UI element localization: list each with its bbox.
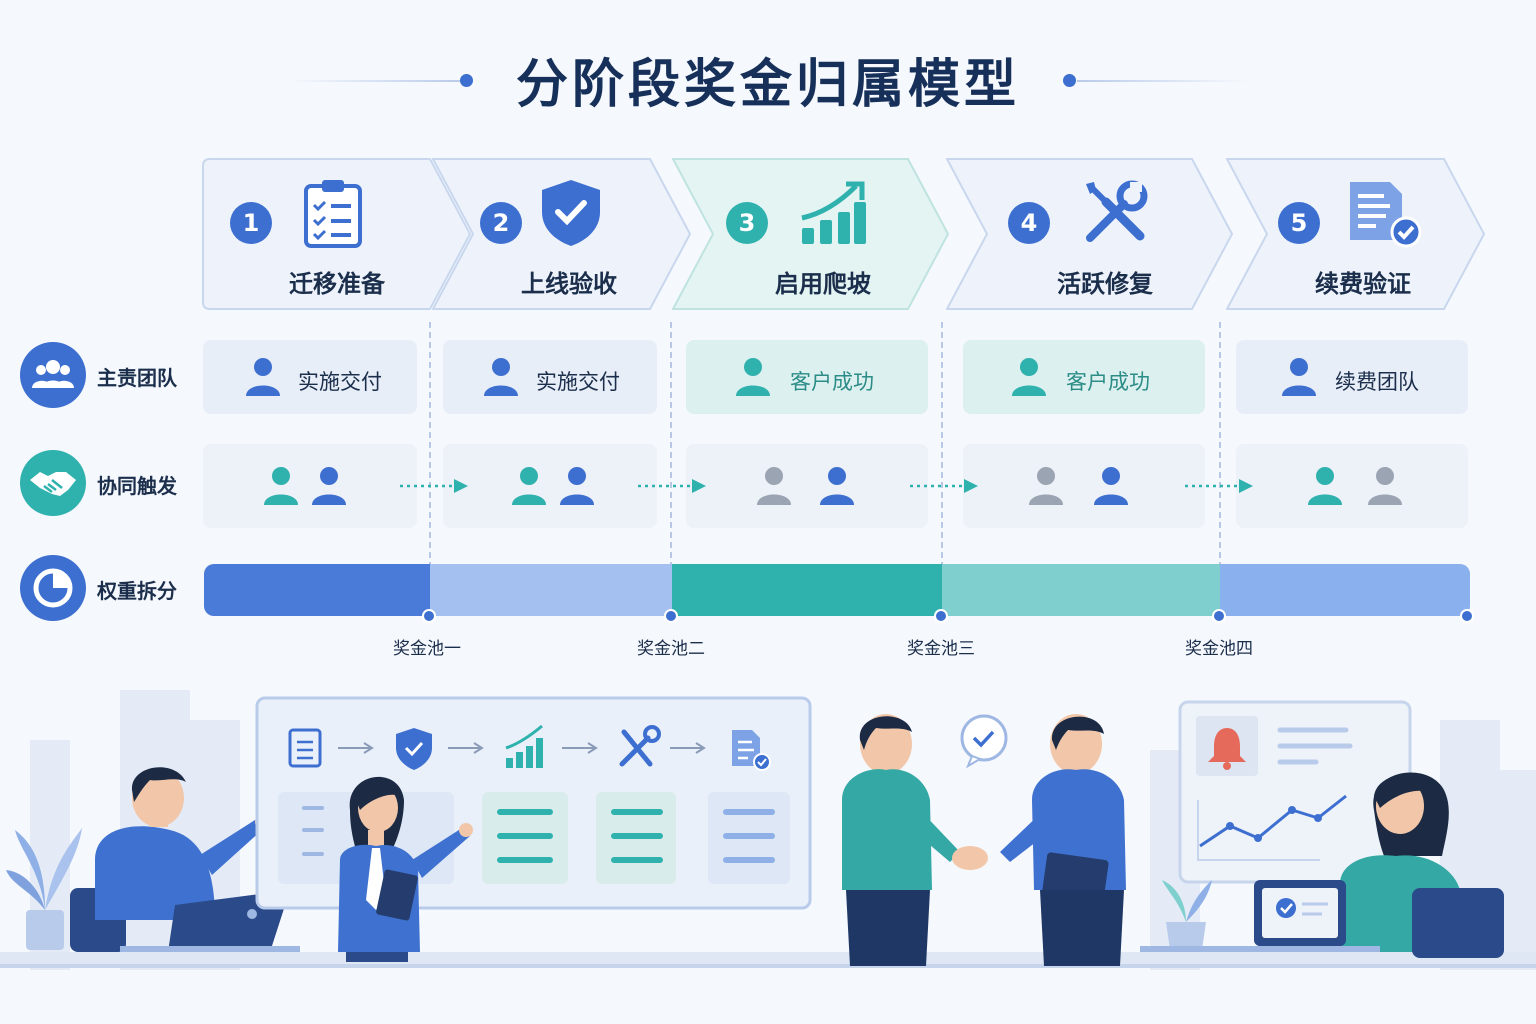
- person-icon: [310, 465, 348, 511]
- person-icon: [755, 465, 793, 511]
- pool-label-4: 奖金池四: [1185, 639, 1253, 659]
- pool-marker: [1212, 609, 1226, 623]
- collab-card-4: [963, 444, 1205, 528]
- growth-chart-icon: [798, 178, 868, 248]
- weight-segment-3: [672, 564, 942, 616]
- owner-team-label: 客户成功: [790, 370, 874, 394]
- pool-label-1: 奖金池一: [393, 639, 461, 659]
- man-teal: [842, 714, 960, 966]
- stage-divider: [941, 322, 943, 618]
- collab-card-3: [686, 444, 928, 528]
- owner-card-2: [443, 340, 657, 414]
- person-icon: [262, 465, 300, 511]
- owner-card-5: [1236, 340, 1468, 414]
- wrench-screwdriver-icon: [1080, 178, 1150, 248]
- person-icon: [510, 465, 548, 511]
- plant-right: [1162, 880, 1212, 950]
- owner-team-label: 续费团队: [1335, 370, 1419, 394]
- stage-divider: [429, 322, 431, 618]
- plant-left: [6, 828, 82, 950]
- dotted-arrow-icon: [910, 477, 980, 499]
- stage-label: 迁移准备: [289, 270, 385, 298]
- stage-4: 4 活跃修复: [946, 158, 1234, 310]
- pool-marker: [422, 609, 436, 623]
- owner-team-label: 客户成功: [1066, 370, 1150, 394]
- pool-marker: [664, 609, 678, 623]
- office-illustration: [0, 690, 1536, 970]
- collab-card-1: [203, 444, 417, 528]
- row-label-owner: 主责团队: [97, 366, 177, 390]
- man-blue: [1000, 714, 1126, 966]
- handshake-icon: [20, 450, 86, 516]
- stage-label: 上线验收: [521, 270, 617, 298]
- dotted-arrow-icon: [400, 477, 470, 499]
- person-icon: [1306, 465, 1344, 511]
- handshake: [952, 846, 988, 870]
- person-icon: [1280, 356, 1318, 402]
- pool-label-3: 奖金池三: [907, 639, 975, 659]
- stage-label: 活跃修复: [1057, 270, 1153, 298]
- owner-team-label: 实施交付: [298, 370, 382, 394]
- stage-label: 续费验证: [1315, 270, 1411, 298]
- stage-number: 5: [1278, 202, 1320, 244]
- owner-team-label: 实施交付: [536, 370, 620, 394]
- stage-number: 2: [480, 202, 522, 244]
- shield-check-icon: [536, 178, 606, 248]
- row-label-weight: 权重拆分: [97, 579, 177, 603]
- pool-marker: [1460, 609, 1474, 623]
- person-icon: [1010, 356, 1048, 402]
- stage-number: 1: [230, 202, 272, 244]
- stage-divider: [670, 322, 672, 618]
- pie-chart-icon: [20, 555, 86, 621]
- owner-card-3: [686, 340, 928, 414]
- person-icon: [1092, 465, 1130, 511]
- person-icon: [482, 356, 520, 402]
- title-dot-right: [1063, 74, 1076, 87]
- weight-segment-5: [1220, 564, 1470, 616]
- stage-divider: [1219, 322, 1221, 618]
- person-icon: [818, 465, 856, 511]
- check-bubble-icon: [960, 714, 1008, 769]
- person-icon: [1366, 465, 1404, 511]
- page-title: 分阶段奖金归属模型: [515, 55, 1020, 115]
- collab-card-2: [443, 444, 657, 528]
- row-label-collab: 协同触发: [97, 474, 177, 498]
- title-line-right: [1077, 80, 1247, 82]
- stage-1: 1 迁移准备: [202, 158, 474, 310]
- pool-label-2: 奖金池二: [637, 639, 705, 659]
- woman-laptop-right: [1140, 772, 1504, 958]
- alert-dashboard: [1178, 700, 1412, 884]
- stage-number: 3: [726, 202, 768, 244]
- dotted-arrow-icon: [1185, 477, 1255, 499]
- person-icon: [1027, 465, 1065, 511]
- person-icon: [558, 465, 596, 511]
- woman-tablet: [338, 776, 473, 962]
- document-check-icon: [1346, 178, 1422, 248]
- person-icon: [244, 356, 282, 402]
- stage-number: 4: [1008, 202, 1050, 244]
- stage-5: 5 续费验证: [1226, 158, 1498, 310]
- weight-segment-1: [204, 564, 430, 616]
- person-icon: [734, 356, 772, 402]
- stage-3: 3 启用爬坡: [672, 158, 950, 310]
- title-line-left: [290, 80, 460, 82]
- title-dot-left: [460, 74, 473, 87]
- dotted-arrow-icon: [638, 477, 708, 499]
- pool-marker: [934, 609, 948, 623]
- weight-segment-2: [430, 564, 672, 616]
- clipboard-checklist-icon: [298, 178, 368, 248]
- weight-segment-4: [942, 564, 1220, 616]
- team-icon: [20, 342, 86, 408]
- stage-label: 启用爬坡: [775, 270, 871, 298]
- owner-card-1: [203, 340, 417, 414]
- stage-2: 2 上线验收: [432, 158, 704, 310]
- owner-card-4: [963, 340, 1205, 414]
- collab-card-5: [1236, 444, 1468, 528]
